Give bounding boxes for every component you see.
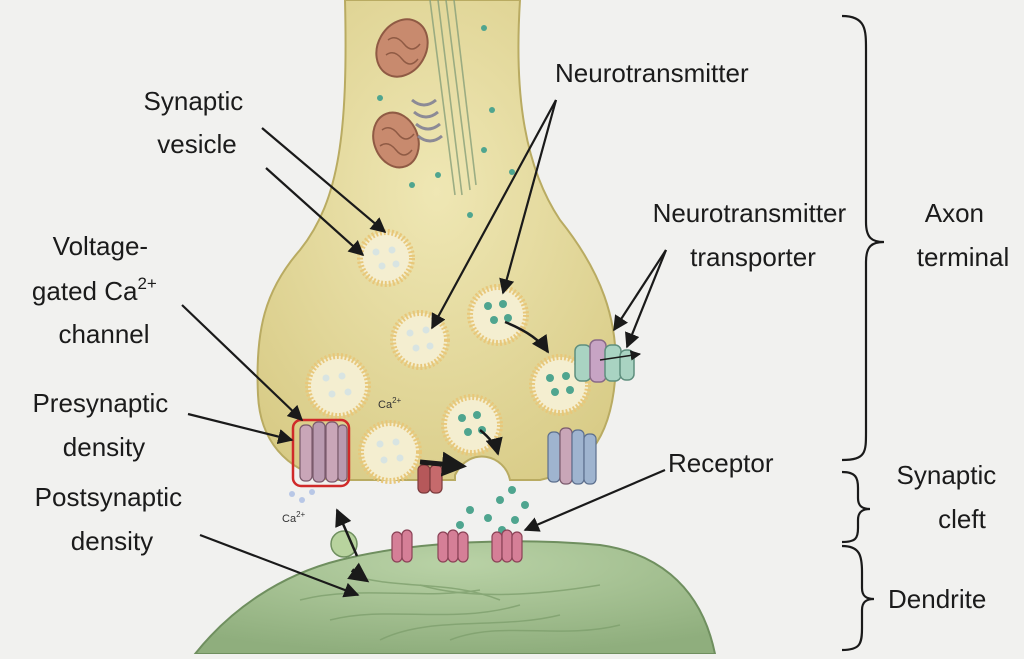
process-arrows bbox=[335, 320, 550, 583]
synaptic-vesicle bbox=[357, 229, 415, 287]
mitochondrion-icon bbox=[372, 111, 420, 169]
synaptic-vesicle bbox=[390, 310, 450, 370]
synaptic-vesicle bbox=[467, 284, 529, 346]
free-neurotransmitter-dots bbox=[377, 25, 515, 218]
postsynaptic-density-protein bbox=[330, 530, 358, 558]
synaptic-vesicle bbox=[529, 354, 591, 416]
mitochondrion-icon bbox=[375, 18, 429, 78]
label-neurotransmitter: Neurotransmitter bbox=[555, 58, 749, 88]
dendrite-body bbox=[192, 540, 717, 655]
pointer-lines bbox=[181, 99, 668, 598]
synaptic-vesicle bbox=[358, 420, 422, 484]
label-dendrite: Dendrite bbox=[888, 584, 986, 614]
presynaptic-receptor-cluster bbox=[547, 427, 597, 485]
neurotransmitter-transporter bbox=[574, 339, 642, 383]
cleft-neurotransmitter-dots bbox=[456, 486, 529, 534]
cleft-ca-dots bbox=[289, 489, 315, 503]
voltage-gated-ca-channel bbox=[291, 418, 351, 488]
presynaptic-channel bbox=[417, 464, 443, 494]
postsynaptic-receptors bbox=[391, 529, 523, 563]
dendrite-filaments bbox=[299, 574, 621, 641]
label-synaptic-vesicle: Synaptic vesicle bbox=[144, 86, 251, 159]
axon-terminal-brace bbox=[841, 14, 885, 462]
label-receptor: Receptor bbox=[668, 448, 774, 478]
synaptic-cleft-brace bbox=[841, 470, 871, 544]
dendrite-brace bbox=[841, 544, 875, 652]
synaptic-vesicle bbox=[441, 394, 503, 456]
label-neurotransmitter-transporter: Neurotransmitter transporter bbox=[653, 198, 854, 272]
label-synaptic-cleft: Synaptic cleft bbox=[897, 460, 1004, 534]
synaptic-vesicle bbox=[305, 353, 371, 419]
label-presynaptic-density: Presynaptic density bbox=[32, 388, 175, 462]
microtubules bbox=[429, 0, 477, 196]
label-postsynaptic-density: Postsynaptic density bbox=[35, 482, 190, 556]
golgi-icon bbox=[411, 98, 443, 143]
label-axon-terminal: Axon terminal bbox=[917, 198, 1009, 272]
label-voltage-gated-ca-channel: Voltage- gated Ca2+ channel bbox=[32, 231, 164, 349]
ca-ion-label-outside: Ca2+ bbox=[282, 510, 306, 525]
ca-ion-label-inside: Ca2+ bbox=[378, 396, 402, 411]
